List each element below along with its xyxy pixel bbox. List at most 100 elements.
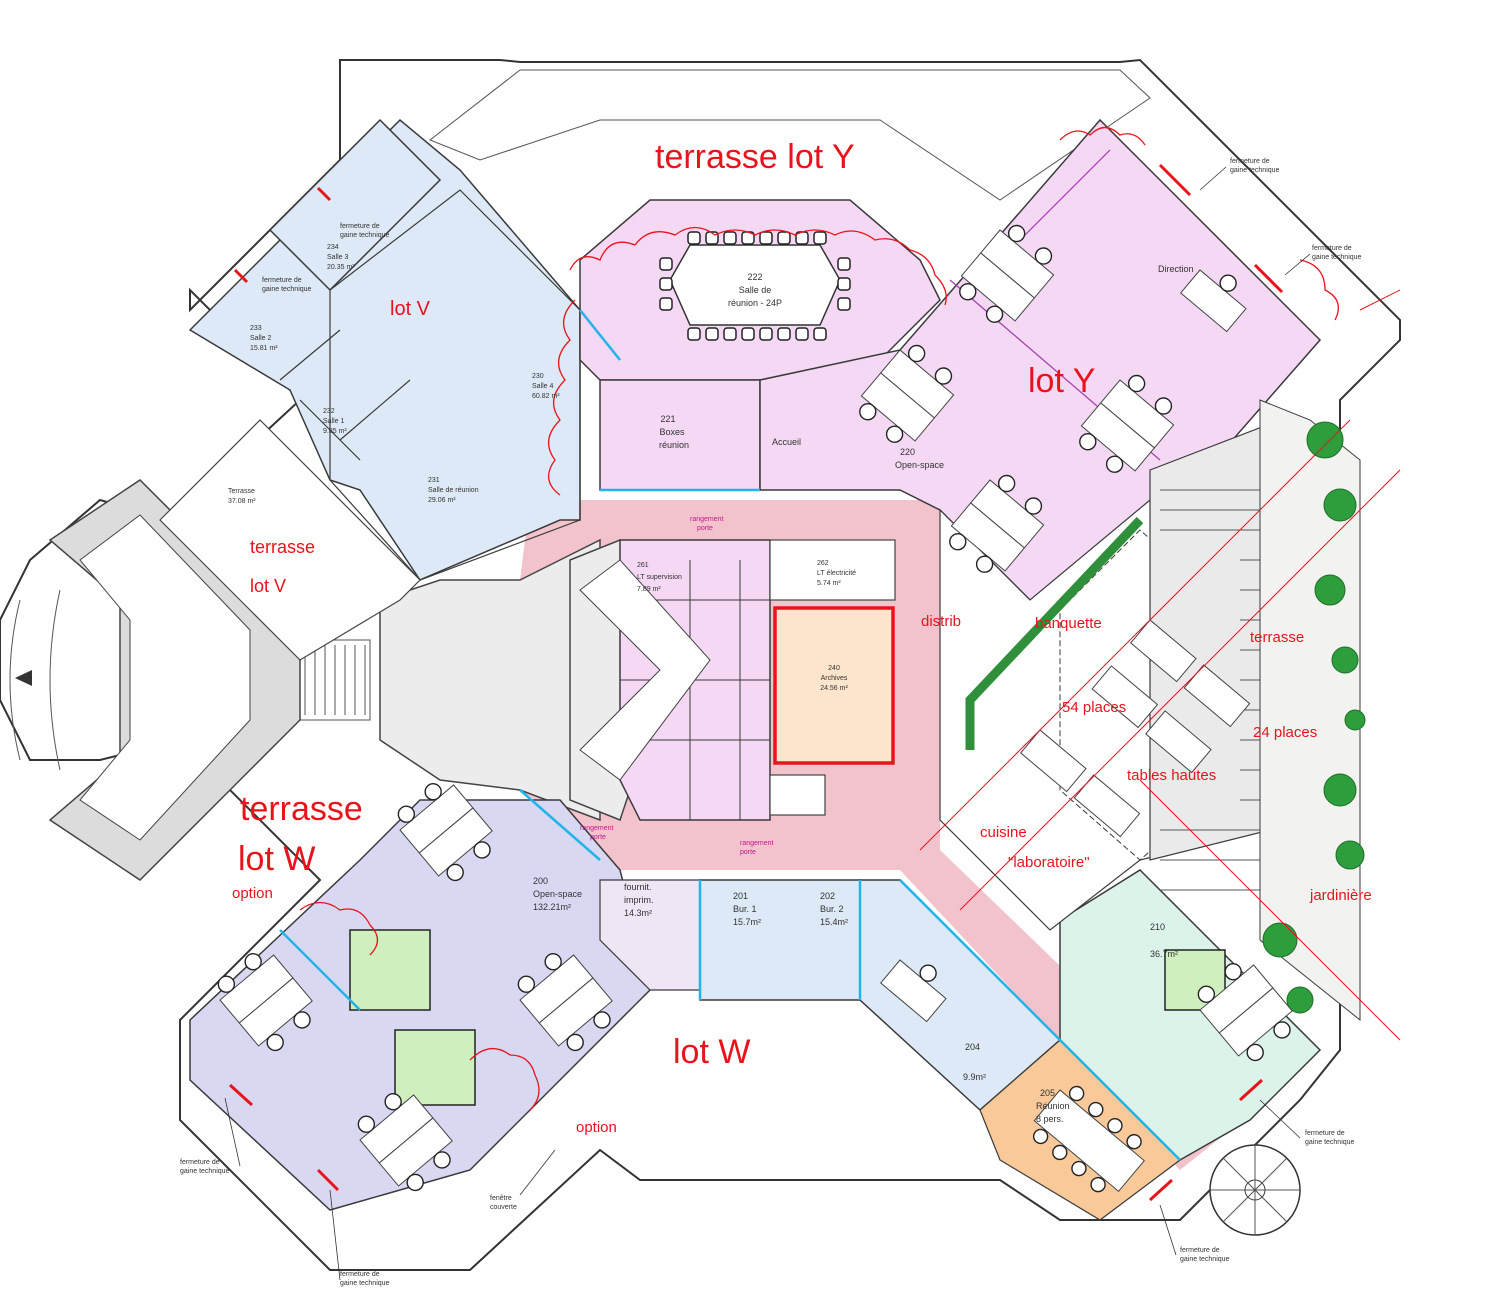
svg-text:222: 222 <box>747 272 762 282</box>
svg-text:fermeture de: fermeture de <box>180 1159 220 1166</box>
svg-text:gaine technique: gaine technique <box>340 1280 390 1287</box>
label-24-places: 24 places <box>1253 724 1317 741</box>
note-rangement-2: rangement porte <box>580 825 614 841</box>
room-231-label: 231 Salle de réunion 29.06 m² <box>428 477 479 504</box>
revision-clouds <box>299 126 1339 1111</box>
svg-text:fournit.: fournit. <box>624 882 652 892</box>
room-234-label: 234 Salle 3 20.35 m² <box>327 244 355 271</box>
svg-text:37.08 m²: 37.08 m² <box>228 498 256 505</box>
red-markers <box>228 163 1284 1202</box>
svg-text:fermeture de: fermeture de <box>340 223 380 230</box>
svg-text:fermeture de: fermeture de <box>1180 1247 1220 1254</box>
room-230-label: 230 Salle 4 60.82 m² <box>532 373 560 400</box>
svg-text:9.85 m²: 9.85 m² <box>323 428 347 435</box>
label-terrasse-w-line2: lot W <box>238 840 315 878</box>
room-222-label: 222 Salle de réunion - 24P <box>728 272 782 308</box>
svg-text:230: 230 <box>532 373 544 380</box>
note-leaders <box>224 166 1311 1281</box>
svg-text:240: 240 <box>828 665 840 672</box>
svg-text:fenêtre: fenêtre <box>490 1195 512 1202</box>
label-terrasse-v-line2: lot V <box>250 576 286 596</box>
svg-text:220: 220 <box>900 447 915 457</box>
note-gaine-5: fermeture de gaine technique <box>180 1159 230 1175</box>
svg-text:232: 232 <box>323 408 335 415</box>
label-option-2: option <box>576 1119 617 1136</box>
svg-text:fermeture de: fermeture de <box>262 277 302 284</box>
svg-text:Boxes: Boxes <box>659 427 685 437</box>
svg-text:204: 204 <box>965 1042 980 1052</box>
svg-text:Bur. 1: Bur. 1 <box>733 904 757 914</box>
svg-text:gaine technique: gaine technique <box>340 232 390 239</box>
note-gaine-6: fermeture de gaine technique <box>340 1271 390 1287</box>
svg-text:Salle 3: Salle 3 <box>327 254 349 261</box>
label-terrasse-right: terrasse <box>1250 629 1304 646</box>
svg-text:gaine technique: gaine technique <box>1180 1256 1230 1263</box>
leader-lines <box>919 289 1401 1041</box>
svg-text:261: 261 <box>637 562 649 569</box>
room-261-label: 261 LT supervision 7.89 m² <box>637 562 682 593</box>
svg-text:fermeture de: fermeture de <box>1312 245 1352 252</box>
svg-text:gaine technique: gaine technique <box>1312 254 1362 261</box>
svg-text:60.82 m²: 60.82 m² <box>532 393 560 400</box>
label-distrib: distrib <box>921 613 961 630</box>
label-option-1: option <box>232 885 273 902</box>
svg-text:Terrasse: Terrasse <box>228 488 255 495</box>
label-lot-v: lot V <box>390 298 431 320</box>
room-202-label: 202 Bur. 2 15.4m² <box>820 891 848 927</box>
note-rangement-1: rangement porte <box>690 516 724 532</box>
svg-text:LT supervision: LT supervision <box>637 574 682 581</box>
label-terrasse-w-line1: terrasse <box>240 790 363 828</box>
room-232-label: 232 Salle 1 9.85 m² <box>323 408 347 435</box>
svg-text:201: 201 <box>733 891 748 901</box>
room-233-label: 233 Salle 2 15.81 m² <box>250 325 278 352</box>
note-fenetre: fenêtre couverte <box>490 1195 517 1211</box>
room-direction-label: Direction <box>1158 264 1194 274</box>
svg-text:Bur. 2: Bur. 2 <box>820 904 844 914</box>
room-262-label: 262 LT électricité 5.74 m² <box>817 560 856 587</box>
meeting-table-222 <box>659 231 851 341</box>
svg-text:LT électricité: LT électricité <box>817 570 856 577</box>
svg-text:15.81 m²: 15.81 m² <box>250 345 278 352</box>
svg-text:200: 200 <box>533 876 548 886</box>
note-gaine-3: fermeture de gaine technique <box>340 223 390 239</box>
svg-text:205: 205 <box>1040 1088 1055 1098</box>
svg-text:132.21m²: 132.21m² <box>533 902 571 912</box>
svg-text:234: 234 <box>327 244 339 251</box>
desk-clusters <box>217 224 1293 1193</box>
room-221-label: 221 Boxes réunion <box>659 414 689 450</box>
svg-text:5.74 m²: 5.74 m² <box>817 580 841 587</box>
svg-text:15.7m²: 15.7m² <box>733 917 761 927</box>
svg-text:gaine technique: gaine technique <box>180 1168 230 1175</box>
svg-text:24.56 m²: 24.56 m² <box>820 685 848 692</box>
label-terrasse-v-line1: terrasse <box>250 537 315 557</box>
svg-text:36.7m²: 36.7m² <box>1150 949 1178 959</box>
svg-text:porte: porte <box>697 525 713 532</box>
label-lot-y: lot Y <box>1028 362 1095 400</box>
note-gaine-7: fermeture de gaine technique <box>1305 1130 1355 1146</box>
label-tables-hautes: tables hautes <box>1127 767 1216 784</box>
room-fourniture-label: fournit. imprim. 14.3m² <box>624 882 654 918</box>
svg-text:Open-space: Open-space <box>533 889 582 899</box>
note-gaine-4: fermeture de gaine technique <box>262 277 312 293</box>
room-201-label: 201 Bur. 1 15.7m² <box>733 891 761 927</box>
label-laboratoire: "laboratoire" <box>1008 854 1090 871</box>
svg-text:Archives: Archives <box>821 675 848 682</box>
svg-text:porte: porte <box>740 849 756 856</box>
label-cuisine: cuisine <box>980 824 1027 841</box>
svg-text:rangement: rangement <box>740 840 774 847</box>
svg-text:8 pers.: 8 pers. <box>1036 1114 1064 1124</box>
svg-text:porte: porte <box>590 834 606 841</box>
svg-text:fermeture de: fermeture de <box>1305 1130 1345 1137</box>
svg-text:221: 221 <box>660 414 675 424</box>
svg-text:Salle 1: Salle 1 <box>323 418 345 425</box>
svg-text:Salle 4: Salle 4 <box>532 383 554 390</box>
svg-text:210: 210 <box>1150 922 1165 932</box>
svg-text:29.06 m²: 29.06 m² <box>428 497 456 504</box>
svg-text:imprim.: imprim. <box>624 895 654 905</box>
svg-text:14.3m²: 14.3m² <box>624 908 652 918</box>
jardiniere-trees <box>1262 421 1366 1014</box>
svg-text:Salle 2: Salle 2 <box>250 335 272 342</box>
svg-text:rangement: rangement <box>690 516 724 523</box>
room-204-label: 204 9.9m² <box>963 1042 986 1082</box>
